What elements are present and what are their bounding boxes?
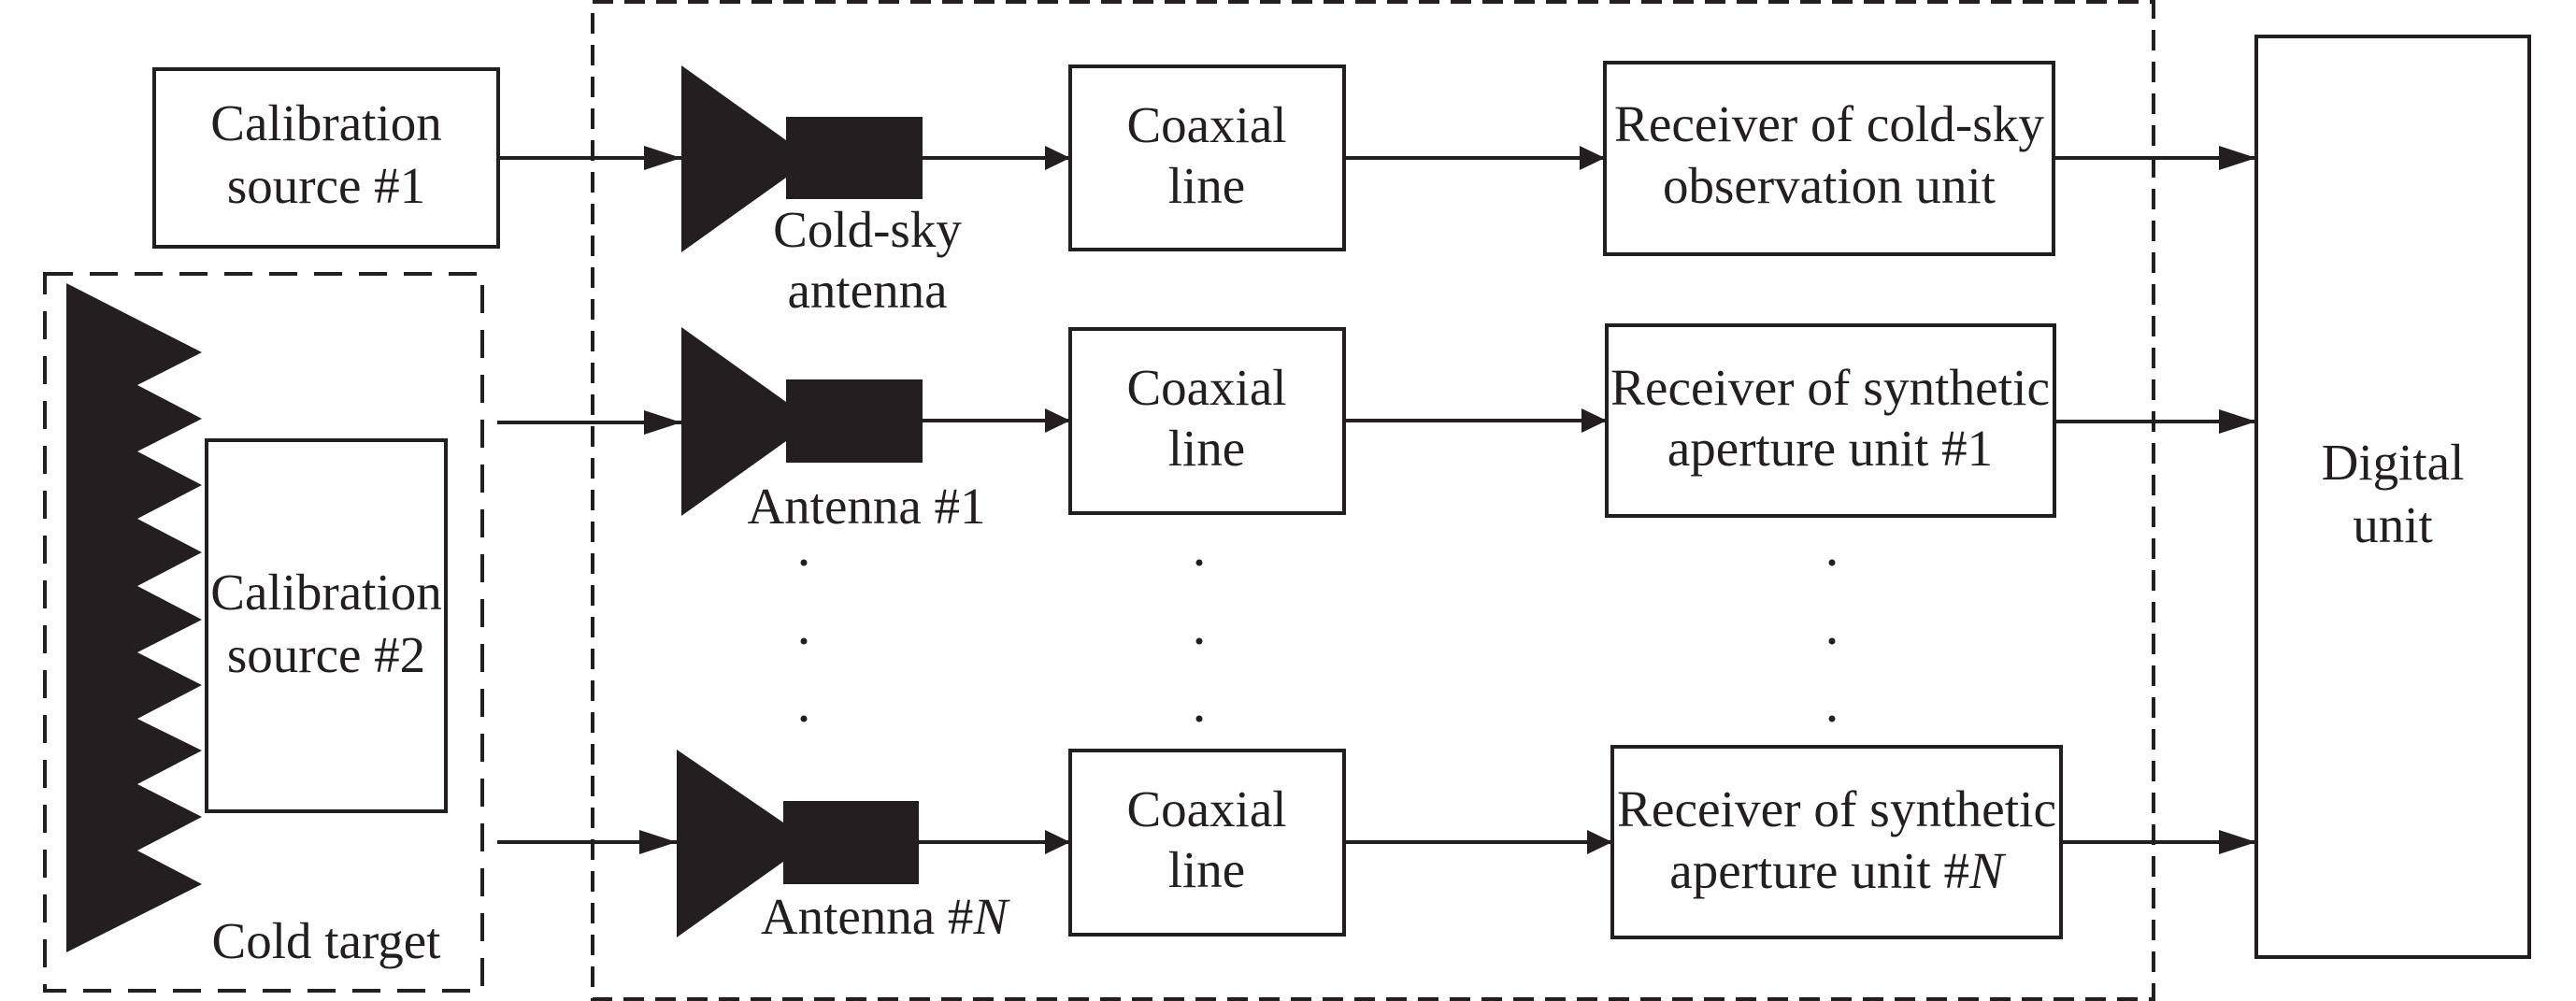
antenna-n-label-prefix: Antenna # [761,888,974,945]
receiver-unit-n-line2-prefix: aperture unit # [1669,842,1969,899]
antenna-n-icon [677,750,919,937]
calibration-source-1-line2: source #1 [227,157,425,214]
receiver-array-boundary [591,0,2155,1001]
calibration-source-2-line2: source #2 [227,626,425,683]
cold-target-boundary [43,272,484,993]
receiver-synthetic-aperture-n: Receiver of synthetic aperture unit #N [1610,745,2063,939]
coaxial-line-label-line2: line [1168,157,1245,214]
antenna-n-label: Antenna #N [761,888,1011,945]
cold-target-label: Cold target [212,912,441,969]
receiver-cold-sky: Receiver of cold-sky observation unit [1603,61,2055,256]
ellipsis-receivers [1828,559,1836,722]
antenna-1-label: Antenna #1 [747,478,985,535]
receiver-synthetic-aperture-1: Receiver of synthetic aperture unit #1 [1605,323,2056,518]
receiver-unit-n-line1: Receiver of synthetic [1617,780,2056,837]
coaxial-line-label-line1: Coaxial [1126,780,1286,837]
digital-unit-line1: Digital [2322,434,2465,491]
calibration-source-2: Calibration source #2 [205,438,448,813]
coaxial-line-label-line1: Coaxial [1126,96,1286,153]
coaxial-line-cold-sky: Coaxial line [1068,64,1346,251]
receiver-unit-n-line2-index: N [1968,842,2007,899]
cold-sky-antenna-label-line1: Cold-sky [773,201,962,258]
ellipsis-antennas [800,559,808,722]
coaxial-line-label-line1: Coaxial [1126,359,1286,416]
antenna-1-icon [681,327,923,516]
calibration-source-2-line1: Calibration [210,564,441,621]
calibration-source-1-line1: Calibration [210,94,441,151]
receiver-cold-sky-line1: Receiver of cold-sky [1614,95,2045,152]
receiver-unit-1-line1: Receiver of synthetic [1610,359,2050,416]
cold-target-absorber-icon [66,283,202,952]
antenna-n-label-index: N [972,888,1010,945]
receiver-unit-1-line2: aperture unit #1 [1667,420,1993,477]
calibration-source-1: Calibration source #1 [152,67,500,249]
coaxial-line-unit-1: Coaxial line [1068,327,1346,515]
receiver-cold-sky-line2: observation unit [1663,157,1996,214]
cold-sky-antenna-icon [681,65,923,252]
cold-sky-antenna-label-line2: antenna [787,262,947,319]
digital-unit-line2: unit [2353,496,2433,553]
coaxial-line-label-line2: line [1168,841,1245,898]
ellipsis-coaxial [1195,559,1203,722]
receiver-unit-n-line2: aperture unit #N [1669,842,2007,899]
coaxial-line-label-line2: line [1168,420,1245,477]
digital-unit: Digital unit [2254,35,2531,959]
coaxial-line-unit-n: Coaxial line [1068,749,1346,937]
